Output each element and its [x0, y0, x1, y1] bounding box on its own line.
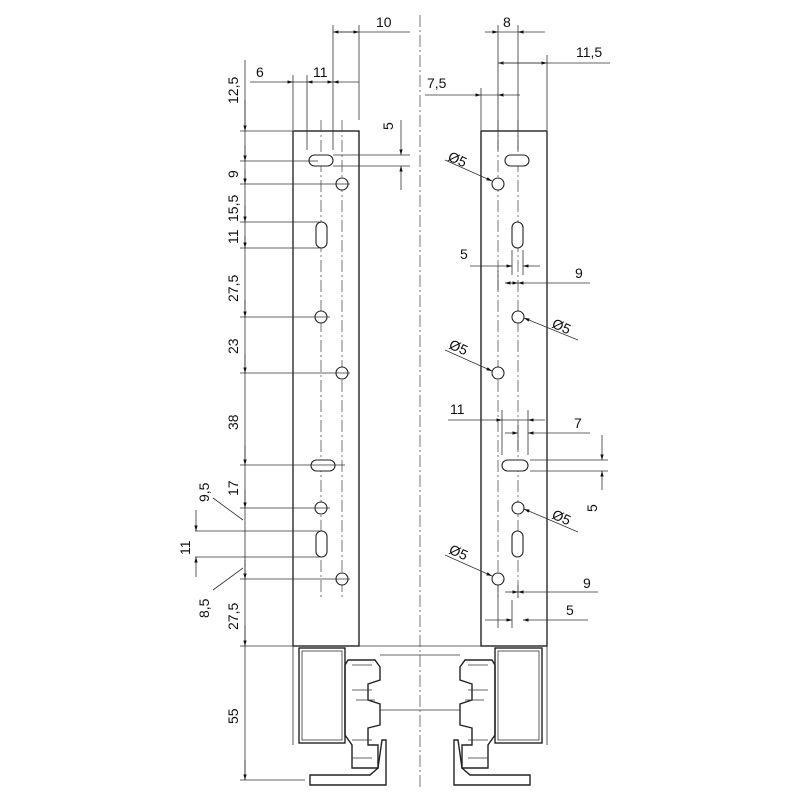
- right-hole: [511, 501, 525, 515]
- top-dimensions-right: 8 11,5 7,5: [425, 14, 610, 150]
- dim-5-slot-left: 5: [380, 122, 396, 130]
- dim-r-5-a: 5: [460, 246, 468, 262]
- dim-15-5: 15,5: [225, 195, 241, 222]
- right-hole: [491, 572, 505, 586]
- dim-dia-d: Ø5: [550, 506, 574, 528]
- dim-8-5: 8,5: [196, 598, 212, 618]
- dim-17: 17: [225, 480, 241, 496]
- right-bracket: [453, 120, 548, 786]
- dim-11-left-a: 11: [225, 229, 241, 244]
- dim-dia-e: Ø5: [447, 541, 471, 563]
- dim-dia-c: Ø5: [447, 336, 471, 358]
- vertical-dimensions-left: 12,5 9 15,5 11 27,5 23 38 17 9,5 11 8,5 …: [177, 60, 350, 781]
- dim-10-top: 10: [376, 14, 392, 30]
- right-hole: [511, 310, 525, 324]
- right-plate-outline: [480, 130, 548, 647]
- right-lower-body: [494, 647, 543, 744]
- dim-r-11: 11: [450, 401, 465, 417]
- right-slot-top: [504, 154, 530, 167]
- dim-8: 8: [503, 14, 511, 30]
- dim-r-5-b: 5: [566, 602, 574, 618]
- dim-9-left: 9: [225, 170, 241, 178]
- right-slot-mid: [501, 459, 529, 472]
- left-slot-mid: [310, 459, 336, 472]
- dim-38: 38: [225, 414, 241, 430]
- dim-23: 23: [225, 338, 241, 354]
- dim-r-9-b: 9: [583, 575, 591, 591]
- dim-55: 55: [225, 708, 241, 724]
- right-foot: [453, 739, 531, 786]
- left-bracket: [292, 120, 387, 786]
- dim-r-5-vert: 5: [584, 504, 600, 512]
- dim-11-top-left: 11: [313, 64, 328, 80]
- dim-11-5: 11,5: [576, 44, 602, 60]
- right-rail-profile: [459, 659, 496, 769]
- dim-11-left-b: 11: [177, 540, 193, 555]
- left-lower-body: [298, 647, 346, 744]
- dim-r-9-a: 9: [575, 265, 583, 281]
- right-hole: [491, 177, 505, 191]
- top-dimensions-left: 10 6 11 5: [250, 14, 410, 190]
- dim-27-5-b: 27,5: [225, 603, 241, 630]
- left-rail-profile: [344, 659, 381, 769]
- right-slot-vertical: [511, 221, 524, 249]
- left-slot-vertical: [315, 221, 328, 249]
- left-plate-outline: [292, 130, 360, 647]
- left-foot: [309, 739, 387, 786]
- left-slot-top: [308, 154, 334, 167]
- dim-12-5: 12,5: [225, 77, 241, 104]
- dim-6: 6: [256, 64, 264, 80]
- dim-9-5: 9,5: [196, 482, 212, 502]
- right-hole: [491, 366, 505, 380]
- right-side-dimensions: Ø5 5 9 Ø5 Ø5 11 7 5 Ø5: [444, 148, 608, 628]
- dim-27-5-a: 27,5: [225, 275, 241, 302]
- dim-7-5: 7,5: [427, 75, 447, 91]
- dim-dia-b: Ø5: [550, 315, 574, 337]
- right-slot-vertical: [511, 530, 524, 558]
- dim-r-7: 7: [574, 415, 582, 431]
- left-slot-vertical: [315, 530, 328, 558]
- dim-dia-a: Ø5: [446, 148, 470, 170]
